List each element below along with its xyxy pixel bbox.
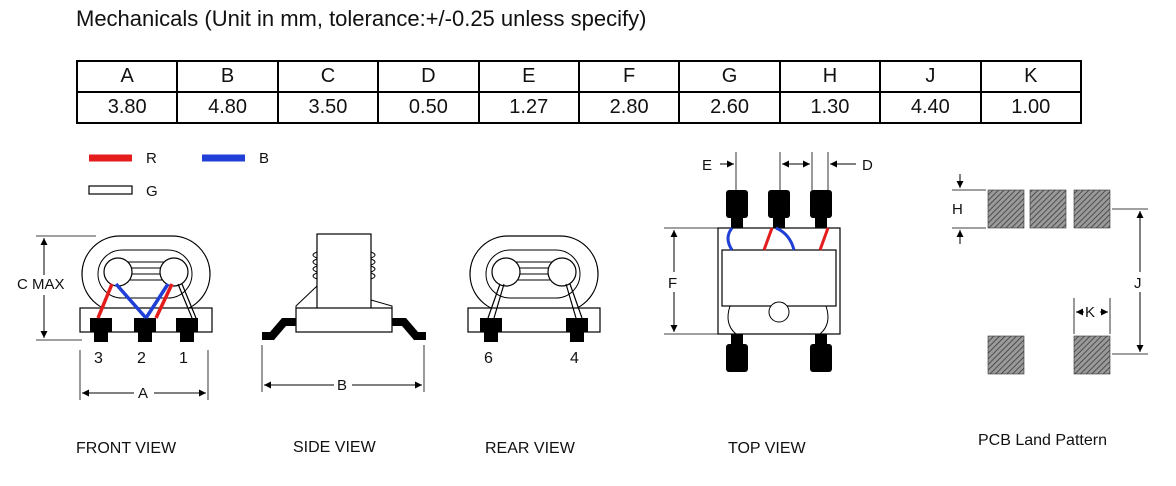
top-lead-1: [726, 190, 748, 218]
dim-header-c: C: [276, 60, 380, 93]
top-lead-2: [768, 190, 790, 218]
side-view: B SIDE VIEW: [261, 233, 426, 456]
top-view-caption: TOP VIEW: [728, 440, 807, 457]
dim-header-b: B: [176, 60, 279, 93]
dim-header-f: F: [577, 60, 681, 93]
rear-view: 6 4 REAR VIEW: [467, 235, 601, 457]
side-view-caption: SIDE VIEW: [293, 439, 377, 456]
rear-pin-label-6: 6: [484, 350, 493, 367]
top-core: [721, 249, 837, 307]
e-dimension-label: E: [702, 157, 712, 174]
front-wire-blue-2: [144, 283, 170, 319]
dim-header-a: A: [75, 60, 179, 93]
pcb-land-pattern-caption: PCB Land Pattern: [978, 432, 1107, 449]
dim-value-e: 1.27: [477, 91, 580, 124]
front-pad-2: [134, 318, 156, 332]
front-wire-red-2: [154, 283, 174, 319]
legend-item-r: R: [89, 150, 157, 167]
front-view-caption: FRONT VIEW: [76, 440, 177, 457]
dim-value-h: 1.30: [778, 91, 882, 124]
top-wire-blue-2: [775, 226, 796, 251]
front-pad-3: [90, 318, 112, 332]
page-title: Mechanicals (Unit in mm, tolerance:+/-0.…: [76, 6, 647, 31]
top-view: E D F TOP VIEW: [664, 152, 873, 457]
front-pin-label-3: 3: [94, 350, 103, 367]
legend-label-b: B: [259, 150, 269, 167]
dim-value-a: 3.80: [75, 91, 179, 124]
dimension-value-row: 3.80 4.80 3.50 0.50 1.27 2.80 2.60 1.30 …: [75, 91, 1083, 124]
c-max-dimension-label: C MAX: [17, 276, 65, 293]
dimension-header-row: A B C D E F G H J K: [75, 60, 1083, 93]
dim-value-k: 1.00: [979, 91, 1083, 124]
side-core: [316, 233, 372, 315]
top-wire-red-2: [818, 227, 830, 251]
dim-header-j: J: [879, 60, 982, 93]
f-dimension-label: F: [668, 275, 677, 292]
a-dimension-label: A: [138, 385, 148, 402]
dim-value-c: 3.50: [276, 91, 380, 124]
dim-value-b: 4.80: [176, 91, 279, 124]
dim-header-d: D: [377, 60, 480, 93]
dim-header-g: G: [678, 60, 781, 93]
land-pad-6: [987, 335, 1025, 375]
front-pin-label-2: 2: [137, 350, 146, 367]
legend-label-g: G: [146, 183, 158, 200]
top-wire-red-1: [762, 227, 774, 251]
land-pad-3: [1073, 189, 1111, 229]
front-wire-blue-1: [114, 282, 148, 320]
dim-header-e: E: [477, 60, 580, 93]
rear-pin-label-4: 4: [570, 350, 579, 367]
legend-swatch-g: [88, 185, 133, 195]
rear-pad-6: [480, 318, 502, 332]
d-dimension-label: D: [862, 157, 873, 174]
front-pin-label-1: 1: [179, 350, 188, 367]
front-wire-red-1: [96, 283, 114, 319]
rear-view-caption: REAR VIEW: [485, 440, 576, 457]
top-lead-3: [810, 190, 832, 218]
h-dimension-label: H: [952, 201, 963, 218]
side-lead-left: [262, 318, 296, 340]
dim-value-j: 4.40: [879, 91, 982, 124]
dim-value-f: 2.80: [577, 91, 681, 124]
dim-header-h: H: [778, 60, 882, 93]
j-dimension-label: J: [1134, 275, 1142, 292]
land-pad-2: [1029, 189, 1067, 229]
legend-item-b: B: [202, 150, 269, 167]
land-pad-4: [1073, 335, 1111, 375]
dimension-table: A B C D E F G H J K 3.80 4.80 3.50 0.50 …: [75, 60, 1083, 124]
front-view: C MAX 3 2 1 A FRONT VIEW: [17, 235, 213, 457]
wire-legend: R B G: [88, 150, 269, 200]
side-lead-right: [392, 318, 426, 340]
dim-value-d: 0.50: [377, 91, 480, 124]
b-dimension-label: B: [337, 377, 347, 394]
front-pad-1: [176, 318, 198, 332]
k-dimension-label: K: [1085, 304, 1095, 321]
pcb-land-pattern: H J K PCB Land Pattern: [952, 174, 1148, 449]
legend-label-r: R: [146, 150, 157, 167]
rear-pad-4: [566, 318, 588, 332]
top-lead-4: [810, 344, 832, 372]
land-pad-1: [987, 189, 1025, 229]
top-wire-blue-left: [726, 227, 734, 251]
dim-header-k: K: [979, 60, 1083, 93]
legend-item-g: G: [88, 183, 158, 200]
dim-value-g: 2.60: [678, 91, 781, 124]
front-wire-green: [177, 283, 193, 319]
top-lead-6: [726, 344, 748, 372]
